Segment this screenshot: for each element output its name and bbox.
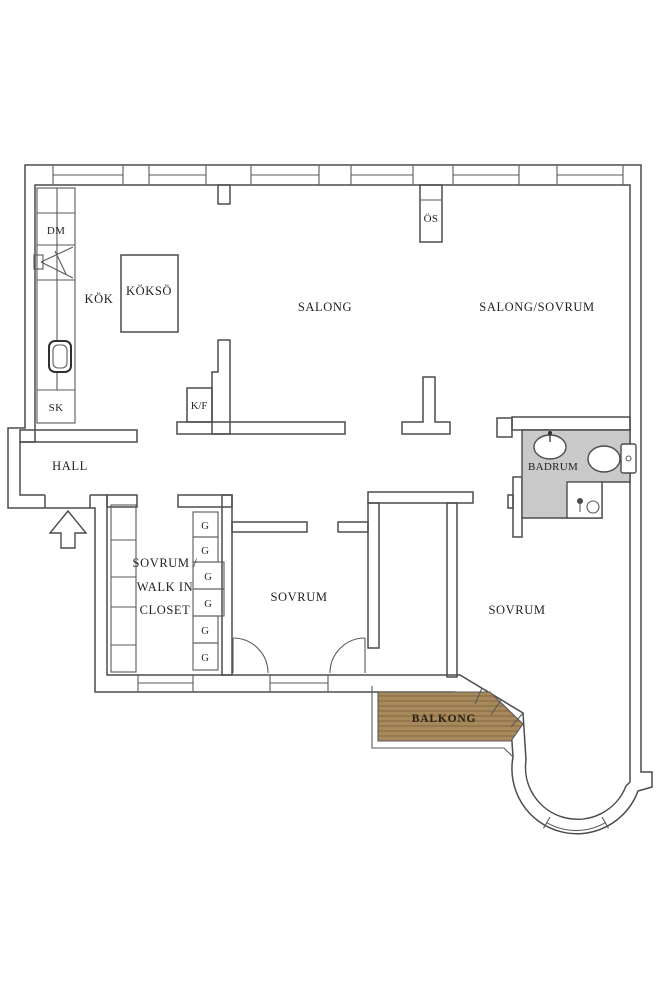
wardrobe-label: G	[201, 546, 209, 557]
windows	[52, 165, 624, 692]
room-labels: DM KÖK KÖKSÖ SK K/F SALONG ÖS SALONG/SOV…	[47, 213, 594, 725]
wardrobe-label: G	[201, 521, 209, 532]
label-kitchen-island: KÖKSÖ	[126, 284, 172, 298]
label-balcony: BALKONG	[412, 713, 476, 725]
kitchen-counter	[33, 187, 76, 424]
label-dishwasher: DM	[47, 225, 65, 237]
bathroom	[521, 429, 637, 519]
wardrobe-label: G	[204, 599, 212, 610]
label-living-room: SALONG	[298, 300, 352, 314]
label-closet-line1: SOVRUM /	[133, 556, 198, 570]
label-kitchen: KÖK	[85, 292, 114, 306]
toilet-icon	[587, 443, 637, 474]
wardrobe-label: G	[201, 626, 209, 637]
label-bedroom-middle: SOVRUM	[270, 590, 327, 604]
fireplace-os	[419, 184, 443, 243]
bathroom-sink-icon	[533, 431, 567, 460]
label-bathroom: BADRUM	[528, 461, 578, 473]
label-fireplace: ÖS	[424, 213, 439, 225]
interior-walls	[19, 184, 631, 678]
label-closet-line2: WALK IN	[137, 580, 194, 594]
shower-icon	[577, 498, 600, 514]
shower-box	[566, 481, 603, 519]
wardrobes: G G G G G G	[192, 511, 225, 671]
kitchen-island	[120, 254, 179, 333]
label-bedroom-right: SOVRUM	[488, 603, 545, 617]
label-closet-line3: CLOSET	[140, 603, 191, 617]
fridge-freezer-box	[186, 387, 213, 423]
entrance-arrow-icon	[48, 509, 88, 549]
label-fridge-freezer: K/F	[191, 401, 208, 412]
label-cupboard: SK	[49, 402, 64, 414]
wardrobe-label: G	[204, 572, 212, 583]
label-hall: HALL	[52, 459, 88, 473]
closet-shelving	[110, 504, 137, 673]
bay-window	[474, 687, 609, 832]
label-living-bedroom: SALONG/SOVRUM	[479, 300, 594, 314]
wardrobe-label: G	[201, 653, 209, 664]
kitchen-sink	[48, 340, 72, 373]
door-swings	[232, 637, 366, 674]
